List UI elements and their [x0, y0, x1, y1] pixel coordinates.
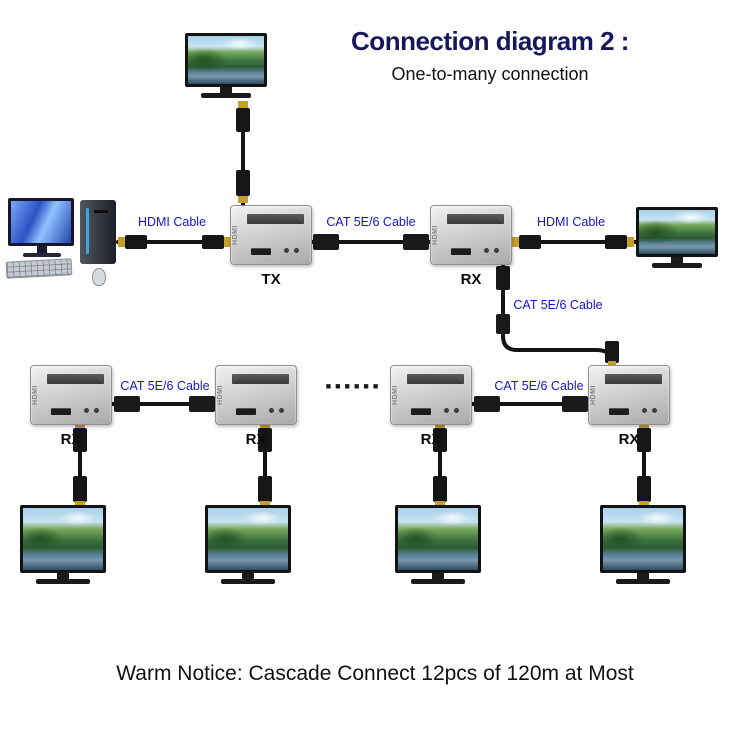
diagram-title: Connection diagram 2 : — [351, 26, 629, 56]
power-led-dot — [94, 408, 99, 413]
pc-monitor-foot — [23, 253, 61, 257]
power-led-dot — [454, 408, 459, 413]
ellipsis-dots: ■■■■■■ — [325, 381, 383, 391]
ir-port-dot — [284, 248, 289, 253]
power-led-dot — [652, 408, 657, 413]
cable-label-cat-cascade: CAT 5E/6 Cable — [513, 298, 603, 312]
hdmi-extender-rx4: HDMI — [588, 365, 670, 425]
cat-cable-rx1-to-rx2 — [110, 396, 219, 412]
hdmi-extender-rx-main: HDMI — [430, 205, 512, 265]
hdmi-logo-badge: HDMI — [232, 225, 239, 245]
hdmi-extender-tx: HDMI — [230, 205, 312, 265]
device-label-plate — [247, 214, 304, 224]
warm-notice: Warm Notice: Cascade Connect 12pcs of 12… — [116, 662, 634, 685]
hdmi-cable-rx3-to-tv — [433, 422, 447, 508]
cable-label-cat-row2-right: CAT 5E/6 Cable — [494, 379, 584, 393]
hdmi-cable-rx-to-righttv — [510, 235, 638, 249]
device-label-rx-main: RX — [460, 271, 482, 288]
tv-screen — [20, 505, 106, 573]
tv-screen — [600, 505, 686, 573]
hdmi-port — [251, 248, 271, 255]
pc-screen — [11, 201, 71, 243]
device-label-plate — [47, 374, 104, 384]
ir-port-dot — [484, 248, 489, 253]
hdmi-port — [51, 408, 71, 415]
power-led-dot — [294, 248, 299, 253]
tv-screen — [395, 505, 481, 573]
device-label-plate — [447, 214, 504, 224]
tv-stand-base — [616, 579, 670, 584]
device-label-rx4: RX — [618, 431, 640, 448]
hdmi-extender-rx1: HDMI — [30, 365, 112, 425]
ir-port-dot — [642, 408, 647, 413]
tv-stand-base — [651, 263, 703, 268]
power-led-dot — [494, 248, 499, 253]
hdmi-extender-rx3: HDMI — [390, 365, 472, 425]
pc-monitor-stand — [37, 246, 47, 253]
tv-display-right — [636, 207, 718, 268]
hdmi-port — [236, 408, 256, 415]
device-label-plate — [605, 374, 662, 384]
tv-display-4 — [600, 505, 686, 584]
cable-label-cat-top: CAT 5E/6 Cable — [326, 215, 416, 229]
pc-monitor — [8, 198, 74, 246]
device-label-plate — [407, 374, 464, 384]
tv-display-2 — [205, 505, 291, 584]
cable-label-hdmi-right: HDMI Cable — [536, 215, 606, 229]
cat-cable-cascade-drop — [496, 264, 619, 368]
cat-cable-rx3-to-rx4 — [470, 396, 592, 412]
cat-cable-tx-to-rx — [310, 234, 434, 250]
hdmi-logo-badge: HDMI — [217, 385, 224, 405]
tv-display-top — [185, 33, 267, 98]
hdmi-extender-rx2: HDMI — [215, 365, 297, 425]
tv-stand-base — [221, 579, 275, 584]
ir-port-dot — [444, 408, 449, 413]
hdmi-port — [451, 248, 471, 255]
tv-stand-neck — [220, 87, 232, 93]
device-label-plate — [232, 374, 289, 384]
tv-display-3 — [395, 505, 481, 584]
pc-tower — [80, 200, 116, 264]
power-led-dot — [279, 408, 284, 413]
hdmi-cable-toptv-to-tx — [236, 101, 250, 208]
device-label-tx: TX — [261, 271, 281, 288]
tv-screen — [185, 33, 267, 87]
hdmi-logo-badge: HDMI — [432, 225, 439, 245]
hdmi-port — [609, 408, 629, 415]
pc-mouse — [92, 268, 106, 286]
tv-stand-base — [200, 93, 252, 98]
pc-keyboard — [5, 258, 73, 279]
device-label-rx3: RX — [420, 431, 442, 448]
ir-port-dot — [84, 408, 89, 413]
device-label-rx2: RX — [245, 431, 267, 448]
hdmi-port — [411, 408, 431, 415]
cable-label-hdmi-left: HDMI Cable — [137, 215, 207, 229]
tv-stand-neck — [637, 573, 649, 579]
hdmi-cable-rx1-to-tv — [73, 422, 87, 508]
tv-stand-neck — [242, 573, 254, 579]
tv-stand-neck — [432, 573, 444, 579]
ir-port-dot — [269, 408, 274, 413]
tv-screen — [205, 505, 291, 573]
device-label-rx1: RX — [60, 431, 82, 448]
hdmi-logo-badge: HDMI — [392, 385, 399, 405]
tv-stand-neck — [57, 573, 69, 579]
diagram-subtitle: One-to-many connection — [391, 64, 589, 84]
desktop-computer — [5, 196, 122, 288]
tv-stand-base — [36, 579, 90, 584]
tv-screen — [636, 207, 718, 257]
cable-label-cat-row2-left: CAT 5E/6 Cable — [120, 379, 210, 393]
hdmi-cable-rx2-to-tv — [258, 422, 272, 508]
tv-display-1 — [20, 505, 106, 584]
tv-stand-neck — [671, 257, 683, 263]
tv-stand-base — [411, 579, 465, 584]
hdmi-cable-pc-to-tx — [116, 235, 234, 249]
hdmi-cable-rx4-to-tv — [637, 422, 651, 508]
hdmi-logo-badge: HDMI — [32, 385, 39, 405]
diagram-header: Connection diagram 2 : One-to-many conne… — [315, 26, 665, 85]
